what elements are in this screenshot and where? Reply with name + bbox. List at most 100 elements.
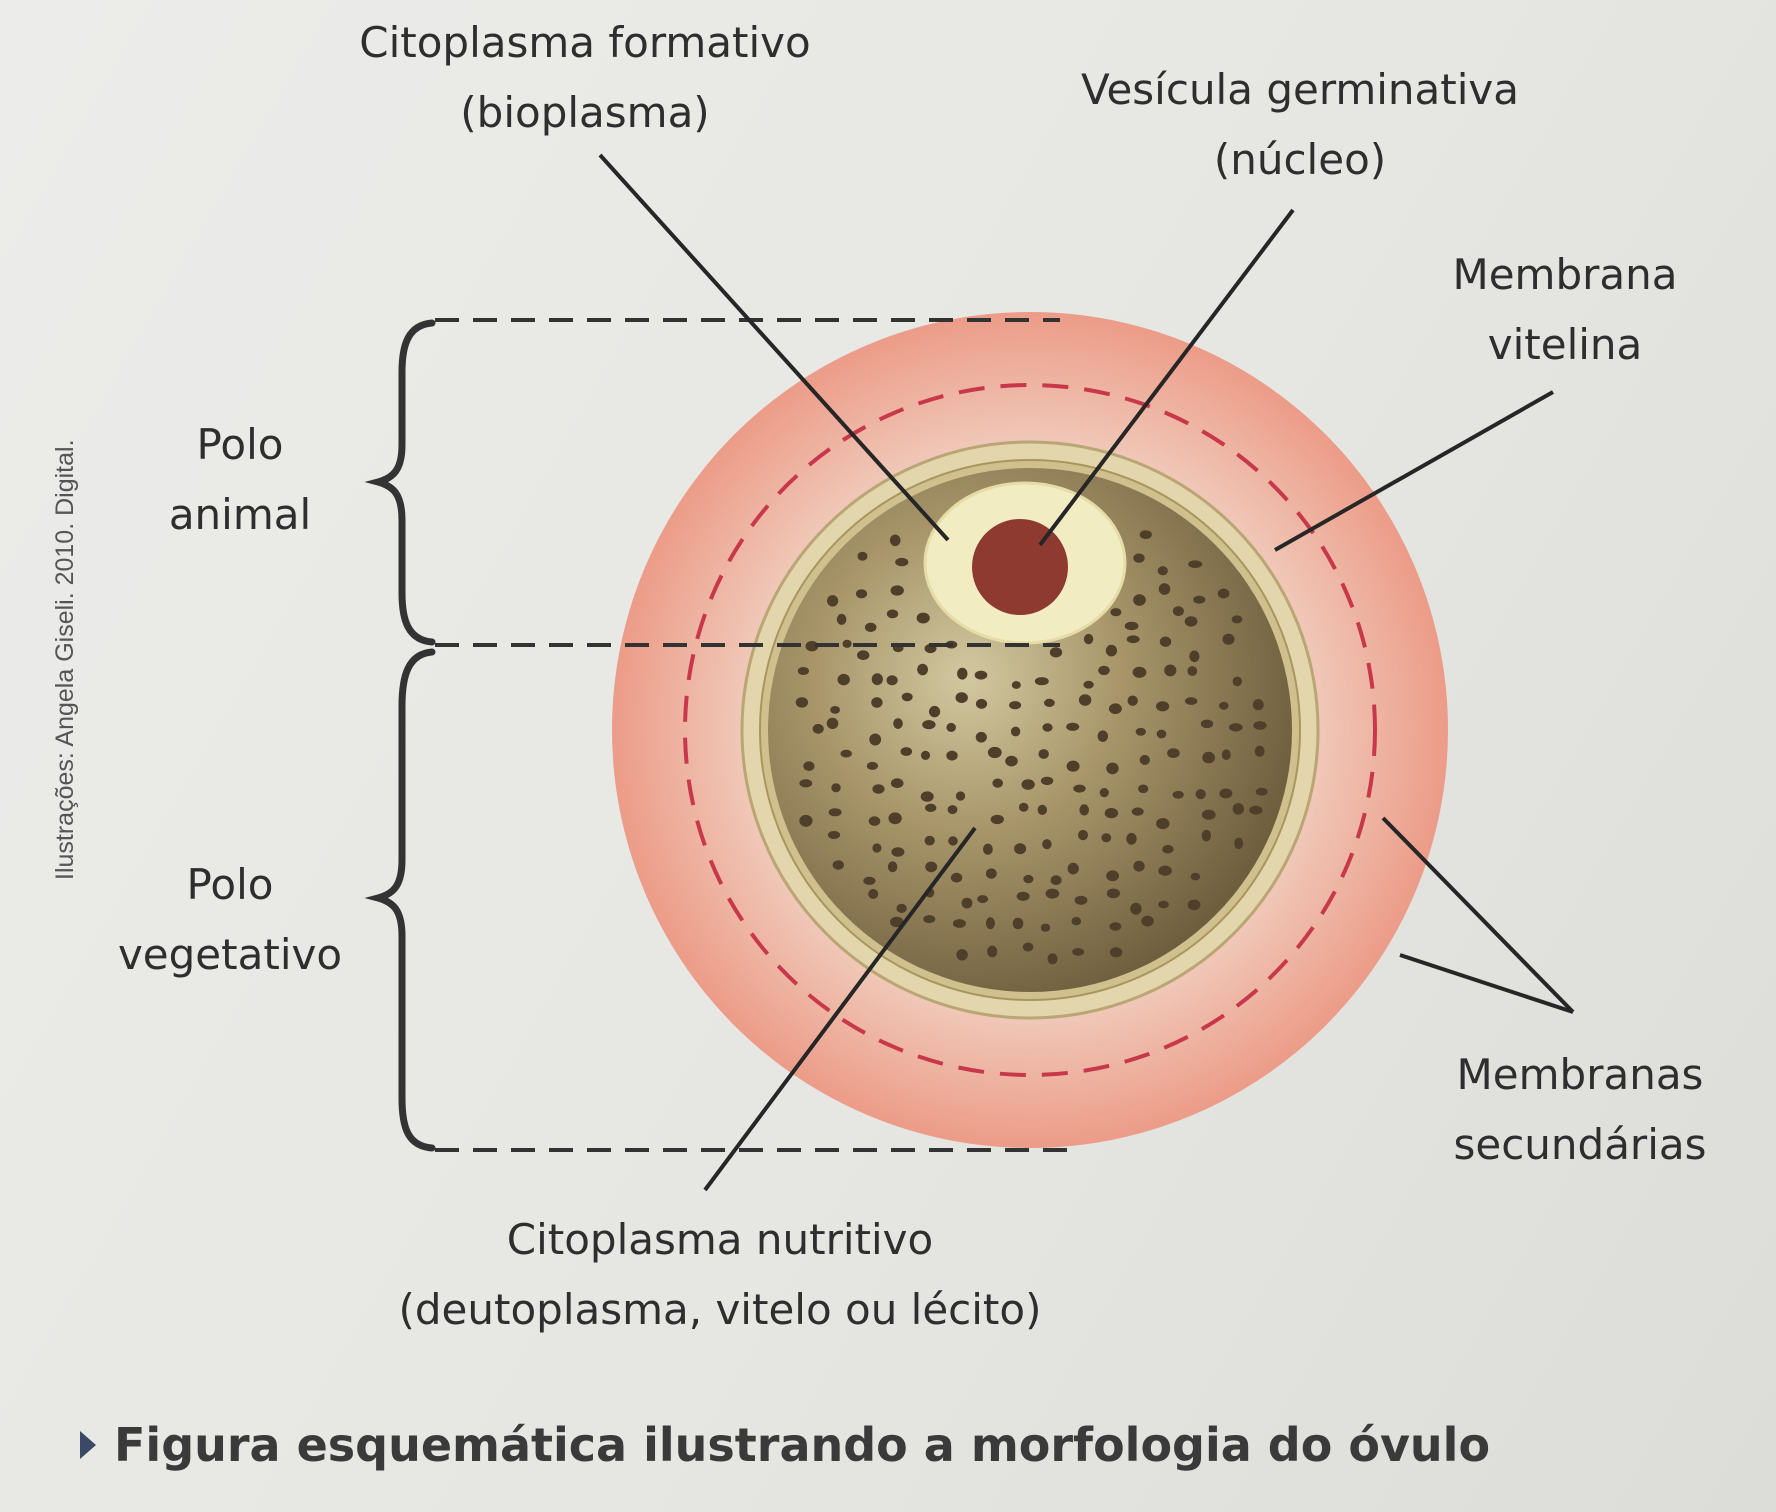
yolk-granule <box>1040 776 1054 786</box>
yolk-granule <box>1141 915 1154 927</box>
yolk-granule <box>1156 701 1170 712</box>
yolk-granule <box>1187 899 1201 911</box>
yolk-granule <box>1190 872 1201 881</box>
caption-arrow-icon <box>80 1431 96 1459</box>
yolk-granule <box>828 808 842 817</box>
yolk-granule <box>1172 606 1184 617</box>
yolk-granule <box>975 698 988 709</box>
yolk-granule <box>961 897 973 909</box>
leader-membranas-secundarias-2 <box>1399 953 1574 1014</box>
yolk-granules <box>795 530 1268 965</box>
yolk-granule <box>1162 844 1174 854</box>
yolk-granule <box>890 916 904 928</box>
yolk-granule <box>1255 787 1268 796</box>
yolk-granule <box>1078 829 1088 841</box>
yolk-granule <box>837 673 850 686</box>
yolk-granule <box>1074 895 1088 905</box>
vegetative-pole-brace <box>364 648 436 1152</box>
yolk-granule <box>1011 681 1021 689</box>
label-membranas-secundarias: Membranas secundárias <box>1420 1040 1740 1180</box>
yolk-granule <box>1034 677 1049 686</box>
yolk-granule <box>868 889 879 899</box>
yolk-granule <box>946 722 956 732</box>
yolk-granule <box>1249 805 1263 815</box>
label-vesicula-germinativa: Vesícula germinativa (núcleo) <box>1030 55 1570 195</box>
yolk-granule <box>864 622 877 632</box>
yolk-granule <box>1133 594 1146 606</box>
yolk-granule <box>952 919 966 928</box>
yolk-granule <box>1139 754 1150 765</box>
figure-caption: Figura esquemática ilustrando a morfolog… <box>80 1410 1490 1480</box>
yolk-granule <box>901 692 913 702</box>
yolk-granule <box>1009 701 1022 710</box>
yolk-granule <box>1158 865 1172 876</box>
yolk-granule <box>975 731 987 743</box>
caption-text: Figura esquemática ilustrando a morfolog… <box>114 1418 1491 1472</box>
yolk-granule <box>1022 942 1034 952</box>
label-polo-animal: Polo animal <box>140 410 340 550</box>
yolk-granule <box>977 895 989 904</box>
yolk-granule <box>795 697 809 708</box>
label-line: (núcleo) <box>1213 135 1387 184</box>
yolk-granule <box>1042 839 1052 850</box>
yolk-granule <box>985 917 995 930</box>
yolk-granule <box>1050 875 1062 886</box>
nucleus <box>972 519 1068 615</box>
yolk-granule <box>1038 749 1049 759</box>
yolk-granule <box>947 805 958 815</box>
label-line: Citoplasma formativo <box>359 18 811 67</box>
yolk-granule <box>871 673 883 686</box>
yolk-granule <box>827 595 839 607</box>
yolk-granule <box>1044 698 1055 708</box>
label-line: Polo <box>186 860 274 909</box>
yolk-granule <box>1110 608 1122 617</box>
yolk-granule <box>955 692 968 703</box>
label-polo-vegetativo: Polo vegetativo <box>90 850 370 990</box>
label-line: Polo <box>196 420 284 469</box>
yolk-granule <box>1234 837 1244 849</box>
label-line: Membranas <box>1456 1050 1704 1099</box>
yolk-granule <box>1071 917 1082 926</box>
yolk-granule <box>950 872 963 883</box>
yolk-granule <box>924 835 935 846</box>
yolk-granule <box>1049 647 1063 658</box>
yolk-granule <box>1083 680 1094 689</box>
yolk-granule <box>1184 616 1198 627</box>
yolk-granule <box>1010 726 1021 737</box>
yolk-granule <box>1097 730 1109 742</box>
yolk-granule <box>983 843 993 855</box>
yolk-granule <box>1139 530 1152 539</box>
yolk-granule <box>1126 832 1137 845</box>
yolk-granule <box>1159 636 1172 647</box>
yolk-granule <box>990 814 1004 825</box>
yolk-granule <box>1083 633 1094 645</box>
yolk-granule <box>826 717 839 730</box>
yolk-granule <box>830 706 840 714</box>
yolk-granule <box>857 650 870 661</box>
yolk-granule <box>1105 644 1117 657</box>
yolk-granule <box>1126 635 1140 644</box>
yolk-granule <box>1104 808 1119 819</box>
yolk-granule <box>886 609 899 619</box>
yolk-granule <box>889 534 901 547</box>
yolk-granule <box>895 557 909 567</box>
yolk-granule <box>1099 788 1109 798</box>
yolk-granule <box>1014 843 1027 855</box>
yolk-granule <box>893 718 903 729</box>
yolk-granule <box>1157 566 1168 576</box>
yolk-granule <box>900 747 913 756</box>
yolk-granule <box>1232 803 1245 815</box>
animal-pole-brace <box>364 319 436 646</box>
yolk-granule <box>1109 922 1122 931</box>
yolk-granule <box>1253 721 1267 730</box>
yolk-granule <box>872 843 882 853</box>
yolk-granule <box>1189 650 1200 663</box>
yolk-granule <box>803 761 815 771</box>
label-line: vitelina <box>1487 320 1643 369</box>
yolk-granule <box>992 778 1003 788</box>
yolk-granule <box>1016 891 1030 901</box>
yolk-granule <box>872 784 885 794</box>
yolk-granule <box>1042 723 1053 732</box>
yolk-granule <box>1133 553 1145 563</box>
